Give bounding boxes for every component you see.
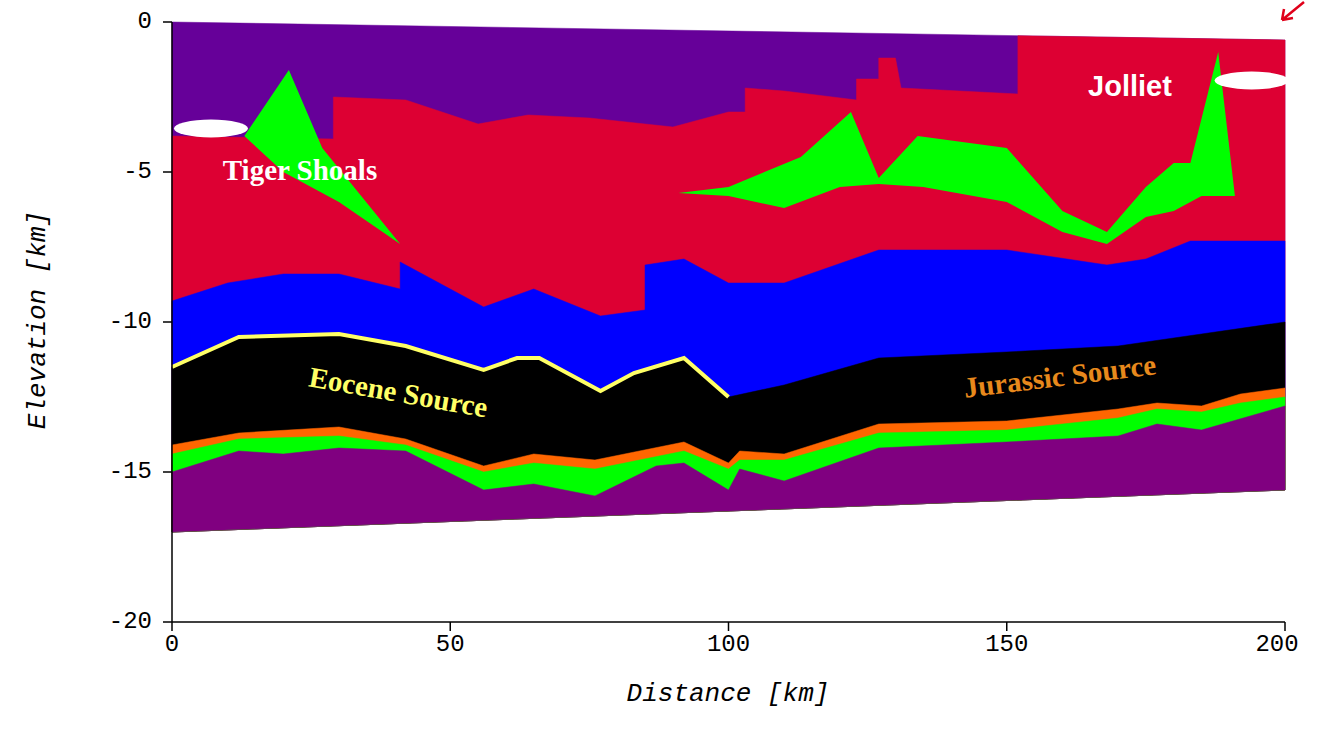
upper-layer bbox=[172, 22, 1285, 532]
tick-label: 200 bbox=[1255, 633, 1298, 657]
basement-layer bbox=[172, 406, 1285, 532]
axes bbox=[163, 22, 1285, 631]
field-name: Jolliet bbox=[1088, 72, 1172, 101]
tick-label: -20 bbox=[109, 610, 152, 634]
source-layer bbox=[172, 322, 1285, 532]
tick-label: -15 bbox=[109, 460, 152, 484]
axis-title: Distance [km] bbox=[627, 681, 830, 707]
tick-label: 150 bbox=[985, 633, 1028, 657]
blue-layer bbox=[172, 241, 1285, 532]
axis-title: Elevation [km] bbox=[25, 211, 51, 429]
well-marker bbox=[174, 120, 248, 138]
tick-label: 100 bbox=[707, 633, 750, 657]
well-marker bbox=[1215, 72, 1289, 90]
pointer-arrow bbox=[1282, 2, 1304, 20]
green-wedge bbox=[678, 52, 1235, 244]
green-layer bbox=[172, 397, 1285, 532]
tick-label: -5 bbox=[123, 160, 152, 184]
field-name: Tiger Shoals bbox=[223, 156, 377, 185]
red-layer bbox=[172, 36, 1285, 532]
tick-label: -10 bbox=[109, 310, 152, 334]
tick-label: 0 bbox=[165, 633, 179, 657]
orange-layer bbox=[172, 388, 1285, 532]
tick-label: 50 bbox=[436, 633, 465, 657]
tick-label: 0 bbox=[138, 10, 152, 34]
